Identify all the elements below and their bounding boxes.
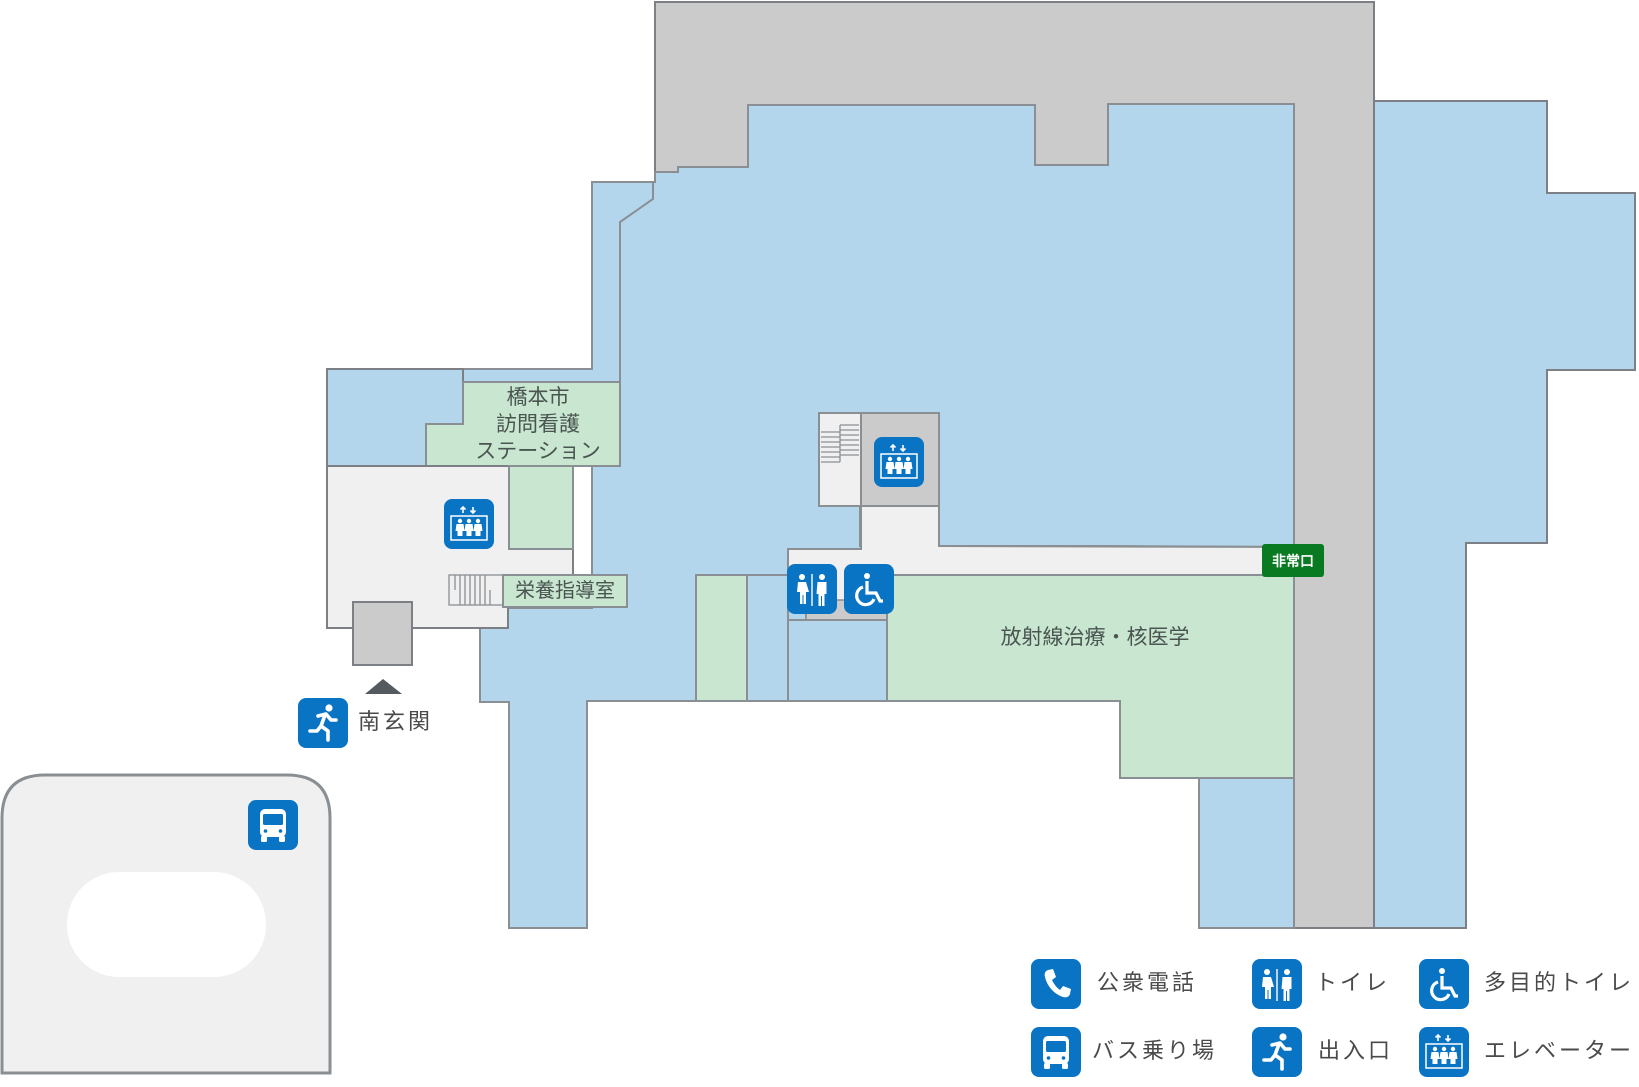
elevator-icon: [1419, 1027, 1469, 1077]
elevator-icon-center[interactable]: [874, 437, 924, 487]
legend-label-accessible-restroom: 多目的トイレ: [1484, 971, 1635, 996]
south-entrance-vestibule: [352, 601, 413, 666]
elevator-icon-west[interactable]: [444, 499, 494, 549]
label-line: ステーション: [475, 439, 601, 463]
room-small-green: [695, 574, 748, 702]
room-nutrition: [502, 574, 628, 608]
phone-icon: [1031, 959, 1081, 1009]
legend-label-restroom: トイレ: [1315, 971, 1391, 996]
running-person-icon: [1252, 1027, 1302, 1077]
emergency-exit-badge: 非常口: [1262, 544, 1324, 577]
wheelchair-icon[interactable]: [844, 564, 894, 614]
bus-icon[interactable]: [248, 800, 298, 850]
entrance-label: 南玄関: [358, 710, 434, 735]
stairs-center: [821, 424, 859, 463]
label-radiology: 放射線治療・核医学: [1000, 625, 1190, 649]
bus-roundabout: [67, 872, 266, 977]
east-wing: [1373, 100, 1636, 929]
label-line: 橋本市: [506, 385, 570, 409]
bus-icon: [1031, 1027, 1081, 1077]
wheelchair-icon: [1419, 959, 1469, 1009]
running-person-icon[interactable]: [298, 698, 348, 748]
legend-label-elevator: エレベーター: [1484, 1039, 1635, 1064]
entrance-arrow-icon: [365, 679, 402, 694]
restroom-icon[interactable]: [787, 564, 837, 614]
room-radiology: [886, 574, 1295, 779]
label-line: 訪問看護: [496, 412, 580, 436]
restroom-icon: [1252, 959, 1302, 1009]
legend-label-phone: 公衆電話: [1097, 971, 1198, 996]
label-visiting-nurse: 橋本市 訪問看護 ステーション: [463, 384, 613, 465]
label-nutrition: 栄養指導室: [515, 578, 615, 602]
stairs-west: [448, 574, 504, 606]
legend-label-entrance: 出入口: [1318, 1039, 1394, 1064]
legend-label-bus-stop: バス乗り場: [1092, 1039, 1218, 1064]
